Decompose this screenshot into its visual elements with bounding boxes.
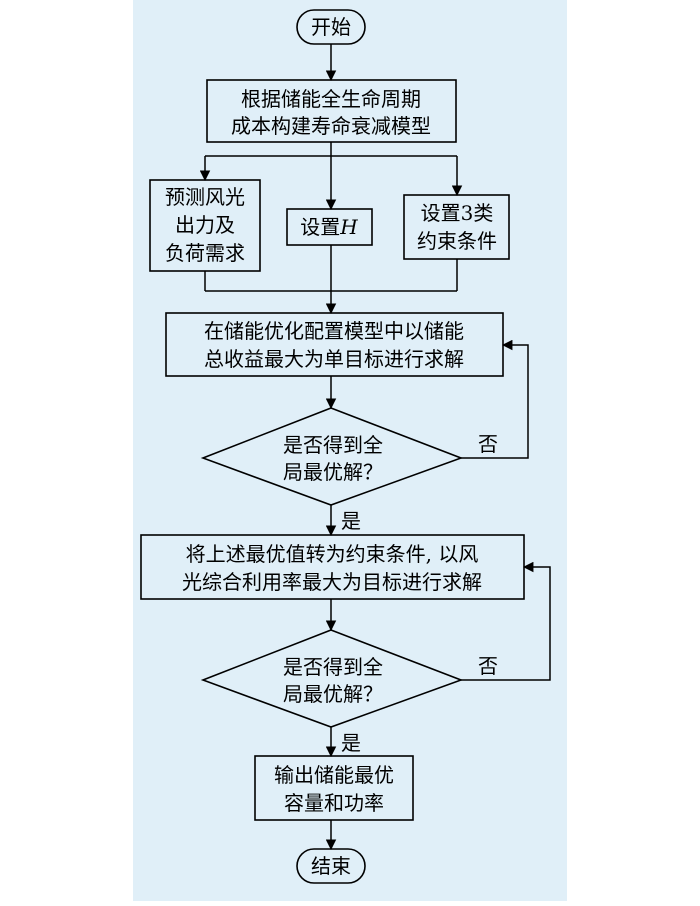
decision2-line1: 是否得到全 <box>283 655 383 679</box>
branch-left-node: 预测风光 出力及 负荷需求 <box>149 179 261 272</box>
branch-left-line1: 预测风光 <box>165 185 245 209</box>
branch-mid-box <box>286 208 373 246</box>
start-node: 开始 <box>296 9 366 45</box>
decision1-no-label: 否 <box>478 432 498 456</box>
step2-line1: 在储能优化配置模型中以储能 <box>204 319 464 343</box>
output-line2: 容量和功率 <box>284 791 384 815</box>
branch-left-line2: 出力及 <box>175 213 235 237</box>
decision2-yes-label: 是 <box>341 731 361 755</box>
decision1-yes-label: 是 <box>341 509 361 533</box>
decision1-diamond <box>200 407 464 506</box>
branch-mid-label: 设置H <box>300 215 358 239</box>
start-label: 开始 <box>311 15 351 39</box>
step3-node: 将上述最优值转为约束条件, 以风 光综合利用率最大为目标进行求解 <box>140 534 525 600</box>
branch-left-box <box>149 179 261 272</box>
step1-line2: 成本构建寿命衰减模型 <box>231 114 431 138</box>
step1-line1: 根据储能全生命周期 <box>241 87 421 111</box>
branch-right-line1: 设置3类 <box>421 201 494 225</box>
step3-line2: 光综合利用率最大为目标进行求解 <box>182 570 482 594</box>
decision1-line1: 是否得到全 <box>283 433 383 457</box>
decision1-line2: 局最优解？ <box>283 460 383 484</box>
step2-node: 在储能优化配置模型中以储能 总收益最大为单目标进行求解 <box>165 312 504 377</box>
decision1-node: 是否得到全 局最优解？ 否 是 <box>200 407 498 533</box>
end-node: 结束 <box>296 848 366 884</box>
step1-box <box>206 79 457 143</box>
decision2-diamond <box>200 629 464 728</box>
branch-right-line2: 约束条件 <box>417 229 497 253</box>
edge-decision1-no-loop <box>461 339 529 459</box>
step1-node: 根据储能全生命周期 成本构建寿命衰减模型 <box>206 79 457 143</box>
output-node: 输出储能最优 容量和功率 <box>254 755 414 821</box>
branch-mid-variable: H <box>339 215 358 239</box>
output-box <box>254 755 414 821</box>
step2-box <box>165 312 504 377</box>
branch-left-line3: 负荷需求 <box>165 241 245 265</box>
output-line1: 输出储能最优 <box>274 763 394 787</box>
start-terminal-shape <box>296 9 366 45</box>
diagram-background <box>133 0 567 901</box>
step2-line2: 总收益最大为单目标进行求解 <box>204 347 464 371</box>
end-terminal-shape <box>296 848 366 884</box>
decision2-node: 是否得到全 局最优解？ 否 是 <box>200 629 498 755</box>
end-label: 结束 <box>311 854 351 878</box>
branch-right-node: 设置3类 约束条件 <box>403 194 510 260</box>
branch-mid-node: 设置H <box>286 208 373 246</box>
step3-box <box>140 534 525 600</box>
decision2-line2: 局最优解？ <box>283 682 383 706</box>
branch-mid-prefix: 设置 <box>300 215 340 239</box>
flow-edges <box>199 44 551 851</box>
step3-line1: 将上述最优值转为约束条件, 以风 <box>186 542 479 566</box>
branch-right-box <box>403 194 510 260</box>
edge-decision2-no-loop <box>461 561 551 681</box>
decision2-no-label: 否 <box>478 654 498 678</box>
